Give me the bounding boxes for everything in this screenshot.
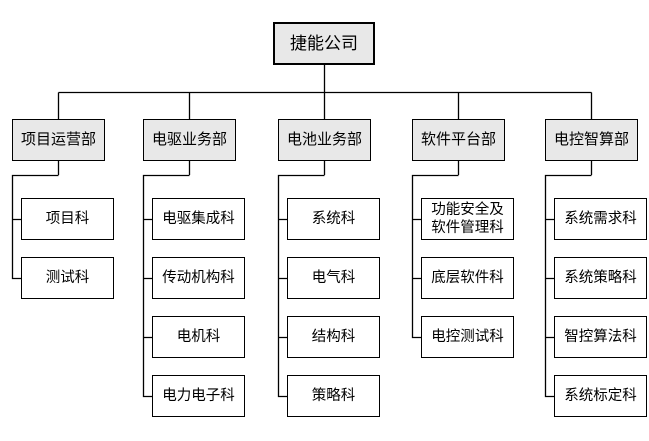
section-node: 系统标定科 (554, 375, 647, 417)
section-node: 底层软件科 (421, 257, 514, 299)
dept-node-battery-business: 电池业务部 (278, 119, 371, 161)
section-node: 传动机构科 (152, 257, 245, 299)
section-node: 电力电子科 (152, 375, 245, 417)
section-node: 系统策略科 (554, 257, 647, 299)
connector-path-col4 (411, 161, 460, 339)
section-node: 策略科 (287, 375, 380, 417)
section-node: 系统需求科 (554, 198, 647, 240)
section-node: 测试科 (21, 257, 114, 299)
dept-node-econtrol-computing: 电控智算部 (545, 119, 638, 161)
section-node: 功能安全及 软件管理科 (421, 198, 514, 240)
section-node: 系统科 (287, 198, 380, 240)
root-node: 捷能公司 (273, 22, 375, 65)
section-node: 结构科 (287, 316, 380, 358)
section-node: 电控测试科 (421, 316, 514, 358)
connector-path-header (57, 65, 593, 119)
dept-node-edrive-business: 电驱业务部 (143, 119, 236, 161)
section-node: 智控算法科 (554, 316, 647, 358)
section-node: 项目科 (21, 198, 114, 240)
dept-node-project-operations: 项目运营部 (12, 119, 105, 161)
section-node: 电气科 (287, 257, 380, 299)
section-node: 电机科 (152, 316, 245, 358)
section-node: 电驱集成科 (152, 198, 245, 240)
dept-node-software-platform: 软件平台部 (412, 119, 505, 161)
